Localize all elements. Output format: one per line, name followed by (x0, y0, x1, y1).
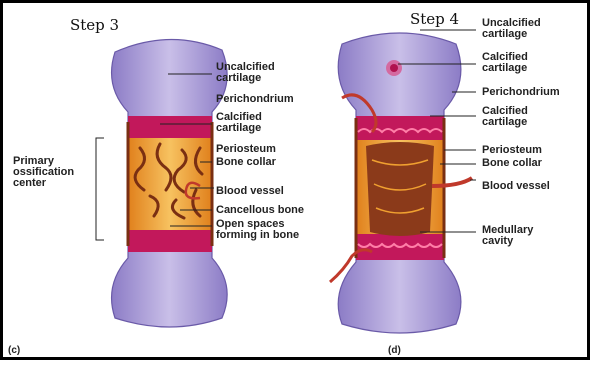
left-bone (112, 39, 228, 327)
panel-c-letter: (c) (8, 345, 20, 356)
right-label-calcified-cartilage: Calcified cartilage (482, 106, 528, 128)
left-label-calcified-cartilage: Calcified cartilage (216, 112, 262, 134)
left-label-cancellous-bone: Cancellous bone (216, 205, 304, 216)
right-medullary-cavity (366, 142, 434, 236)
left-label-blood-vessel: Blood vessel (216, 186, 284, 197)
right-label-calcified-cartilage-top: Calcified cartilage (482, 52, 528, 74)
left-label-open-spaces: Open spaces forming in bone (216, 219, 299, 241)
step-3-title: Step 3 (70, 16, 119, 34)
left-label-uncalcified-cartilage: Uncalcified cartilage (216, 62, 275, 84)
right-label-bone-collar: Bone collar (482, 158, 542, 169)
left-label-periosteum: Periosteum (216, 144, 276, 155)
right-secondary-center-core (390, 64, 398, 72)
right-label-periosteum: Periosteum (482, 145, 542, 156)
step-4-title: Step 4 (410, 10, 459, 28)
right-bone (330, 33, 472, 333)
left-label-primary-ossification-center: Primary ossification center (13, 156, 74, 189)
left-label-bone-collar: Bone collar (216, 157, 276, 168)
right-label-uncalcified-cartilage: Uncalcified cartilage (482, 18, 541, 40)
right-label-perichondrium: Perichondrium (482, 87, 560, 98)
panel-d-letter: (d) (388, 345, 401, 356)
left-label-perichondrium: Perichondrium (216, 94, 294, 105)
right-label-blood-vessel: Blood vessel (482, 181, 550, 192)
right-label-medullary-cavity: Medullary cavity (482, 225, 533, 247)
